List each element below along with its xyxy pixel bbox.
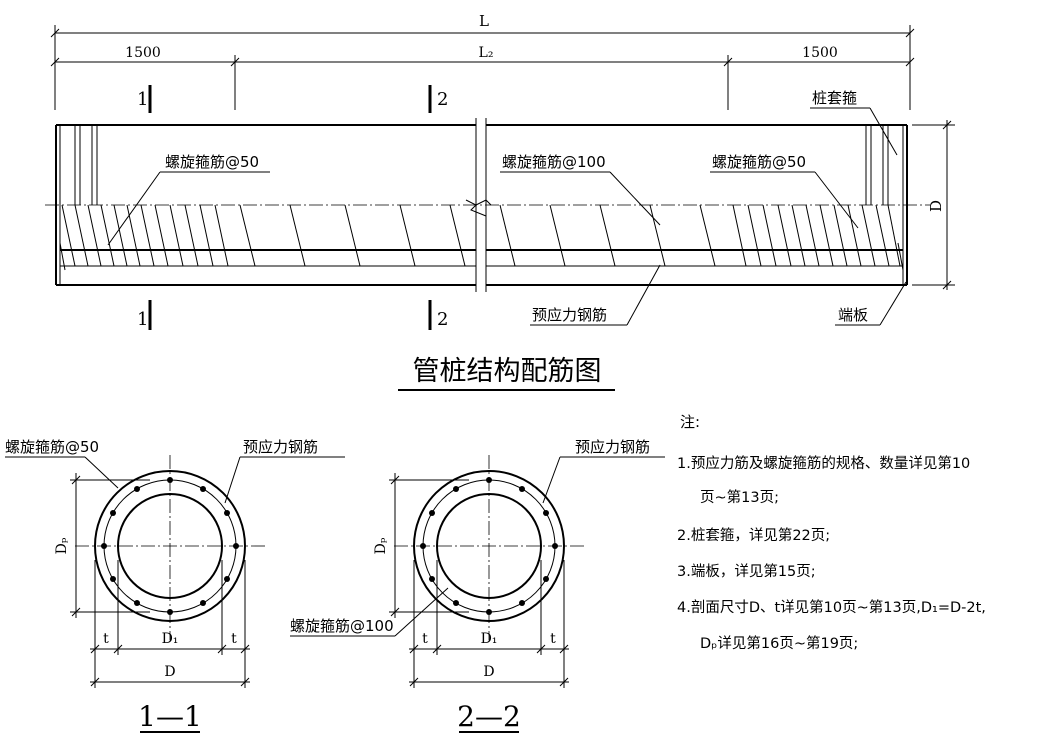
section-2-2-t-right: t xyxy=(550,631,556,647)
section-mark-1-top: 1 xyxy=(137,89,148,110)
section-mark-2-bottom: 2 xyxy=(437,309,448,330)
middle-length-label: L₂ xyxy=(479,45,494,61)
note-line-5: 4.剖面尺寸D、t详见第10页~第13页,D₁=D-2t, xyxy=(677,598,986,616)
callout-spiral-50-right: 螺旋箍筋@50 xyxy=(712,153,806,171)
note-line-6: Dₚ详见第16页~第19页; xyxy=(700,634,858,652)
section-1-1 xyxy=(5,455,345,733)
spiral-stirrups-right-end xyxy=(732,204,901,267)
section-2-2-prestress-bars xyxy=(420,477,558,615)
spiral-stirrups-left-end xyxy=(61,204,229,267)
section-1-1-prestress-label: 预应力钢筋 xyxy=(243,438,318,456)
section-marks xyxy=(148,85,432,330)
total-length-label: L xyxy=(479,12,489,30)
callout-spiral-50-left: 螺旋箍筋@50 xyxy=(165,153,259,171)
end-length-right-label: 1500 xyxy=(802,45,838,61)
diameter-label: D xyxy=(927,200,945,212)
callout-sleeve-hoop: 桩套箍 xyxy=(812,89,857,107)
notes-heading: 注: xyxy=(680,413,700,431)
pile-elevation xyxy=(45,118,955,292)
section-2-2-dp-label: Dₚ xyxy=(373,537,389,554)
section-1-1-d1-label: D₁ xyxy=(162,631,179,647)
callout-spiral-100: 螺旋箍筋@100 xyxy=(502,153,606,171)
section-2-2-d1-label: D₁ xyxy=(481,631,498,647)
section-1-1-prestress-bars xyxy=(101,477,239,615)
section-2-2-t-left: t xyxy=(422,631,428,647)
section-2-2-prestress-label: 预应力钢筋 xyxy=(575,438,650,456)
drawing-title: 管桩结构配筋图 xyxy=(413,356,602,387)
callout-end-plate: 端板 xyxy=(838,306,868,324)
note-line-1: 1.预应力筋及螺旋箍筋的规格、数量详见第10 xyxy=(677,454,970,472)
section-1-1-name: 1—1 xyxy=(138,700,202,733)
note-line-3: 2.桩套箍，详见第22页; xyxy=(677,526,830,544)
dimension-lines xyxy=(50,25,915,110)
section-mark-2-top: 2 xyxy=(437,89,448,110)
note-line-4: 3.端板，详见第15页; xyxy=(677,562,816,580)
end-length-left-label: 1500 xyxy=(125,45,161,61)
spiral-stirrups-middle xyxy=(239,204,716,267)
section-2-2 xyxy=(290,455,665,733)
section-1-1-t-right: t xyxy=(231,631,237,647)
section-2-2-spiral-label: 螺旋箍筋@100 xyxy=(290,617,394,635)
section-2-2-d-label: D xyxy=(483,664,494,680)
callout-prestress-bar: 预应力钢筋 xyxy=(532,306,607,324)
section-1-1-d-label: D xyxy=(164,664,175,680)
section-2-2-name: 2—2 xyxy=(457,700,521,733)
section-1-1-dp-label: Dₚ xyxy=(54,537,70,554)
elevation-leaders xyxy=(107,107,907,326)
notes: 注: 1.预应力筋及螺旋箍筋的规格、数量详见第10 页~第13页; 2.桩套箍，… xyxy=(677,413,986,652)
note-line-2: 页~第13页; xyxy=(700,488,779,506)
section-mark-1-bottom: 1 xyxy=(137,309,148,330)
section-1-1-spiral-label: 螺旋箍筋@50 xyxy=(5,438,99,456)
section-1-1-t-left: t xyxy=(103,631,109,647)
